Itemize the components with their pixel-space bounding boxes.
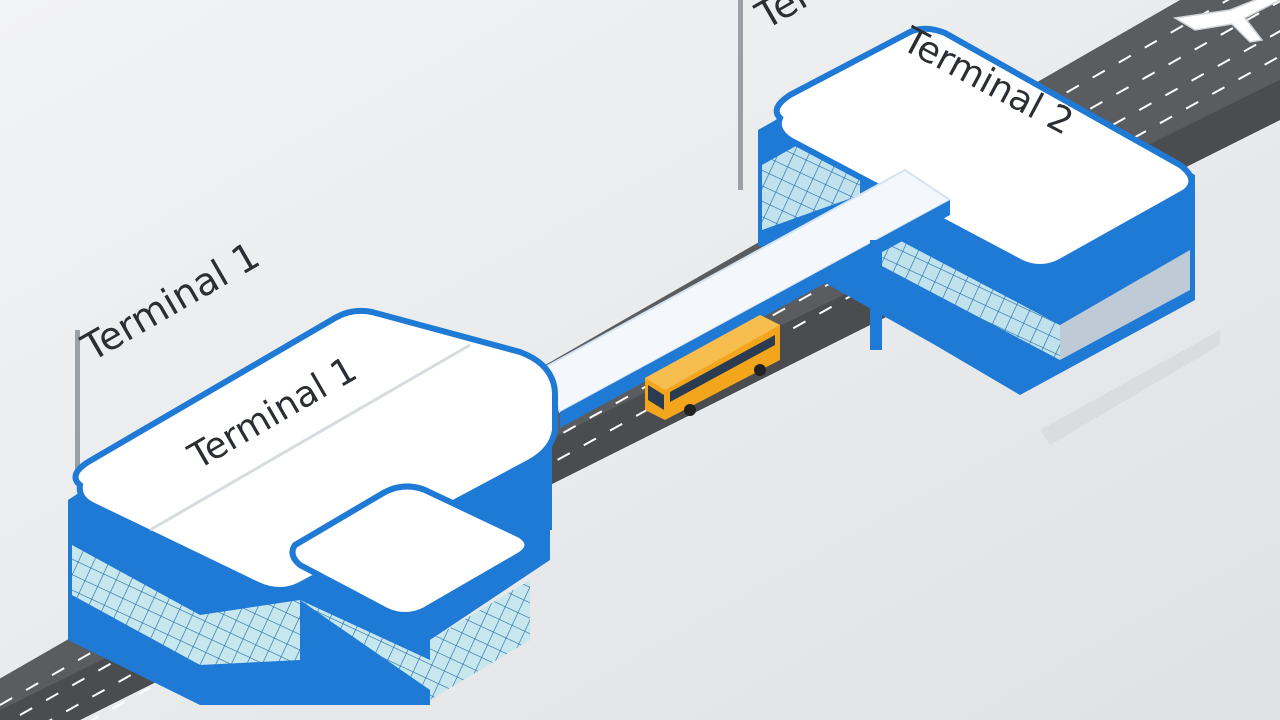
bus-icon: [645, 315, 780, 420]
terminal1-building: Terminal 1: [68, 307, 558, 705]
airplane-icon: [1172, 0, 1280, 43]
